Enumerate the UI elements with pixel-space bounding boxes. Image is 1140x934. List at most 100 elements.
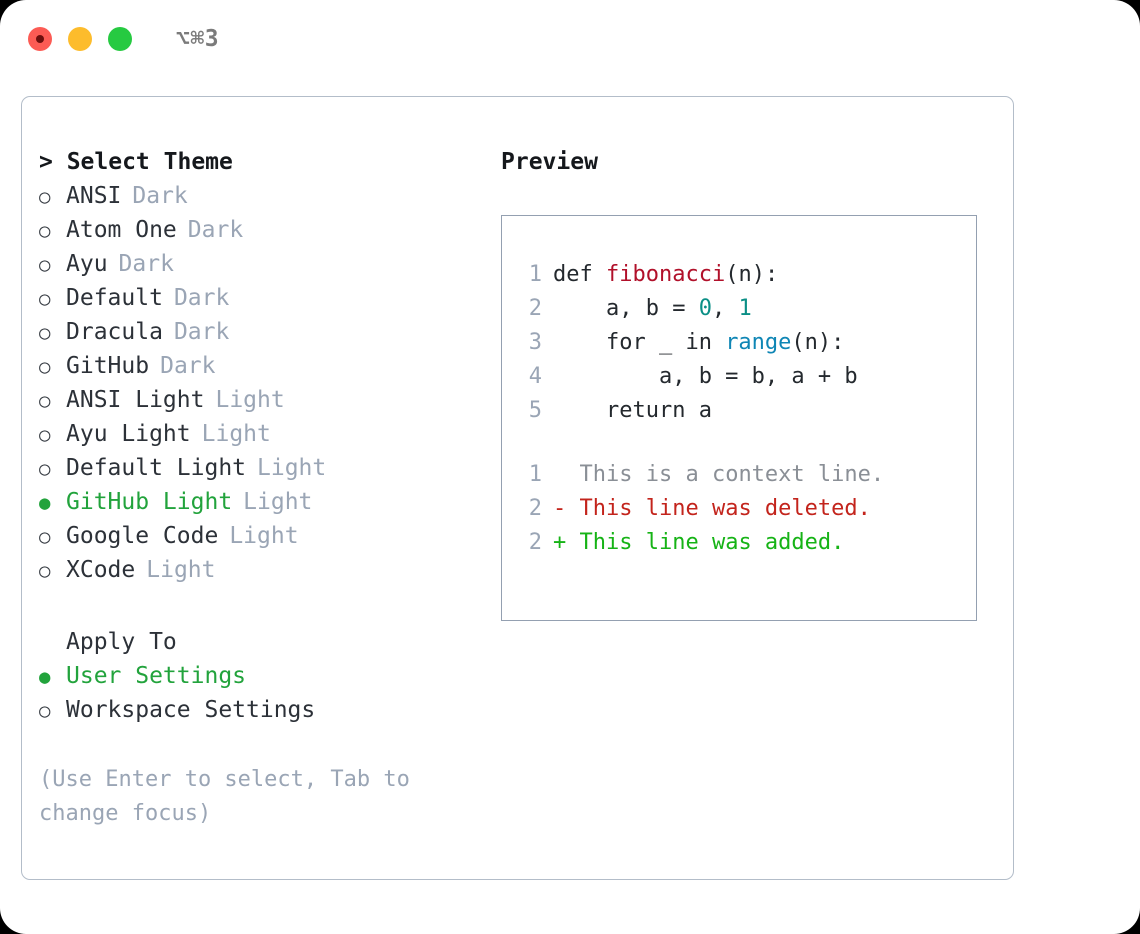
code-line-content: def fibonacci(n): — [553, 258, 778, 292]
apply-to-option-user-settings[interactable]: ●User Settings — [39, 659, 489, 693]
theme-option-label: GitHub — [66, 353, 150, 379]
diff-spacer — [566, 526, 579, 560]
code-line-content: a, b = 0, 1 — [553, 292, 752, 326]
window-title: ⌥⌘3 — [176, 26, 220, 52]
radio-unselected-icon: ○ — [39, 700, 51, 722]
radio-unselected-icon: ○ — [39, 390, 51, 412]
diff-line-text: This is a context line. — [579, 462, 885, 487]
line-number: 1 — [528, 462, 542, 487]
diff-line-ctx: 1 This is a context line. — [512, 458, 968, 492]
theme-variant-tag: Light — [229, 523, 299, 549]
apply-to-option-list[interactable]: ●User Settings○Workspace Settings — [39, 659, 489, 727]
theme-variant-tag: Dark — [132, 183, 188, 209]
theme-option-label: GitHub Light — [66, 489, 233, 515]
minimize-button[interactable] — [68, 27, 92, 51]
theme-variant-tag: Light — [201, 421, 271, 447]
diff-line-text: This line was added. — [579, 530, 845, 555]
theme-option-xcode[interactable]: ○ XCode Light — [39, 553, 489, 587]
theme-option-google-code[interactable]: ○ Google Code Light — [39, 519, 489, 553]
radio-unselected-icon: ○ — [39, 254, 51, 276]
theme-option-label: Default Light — [66, 455, 247, 481]
code-line-content: a, b = b, a + b — [553, 360, 858, 394]
line-number: 3 — [528, 330, 542, 355]
radio-unselected-icon: ○ — [39, 526, 51, 548]
apply-to-option-label: User Settings — [66, 663, 247, 689]
theme-variant-tag: Light — [215, 387, 285, 413]
theme-option-ansi[interactable]: ○ ANSI Dark — [39, 179, 489, 213]
theme-option-label: ANSI Light — [66, 387, 205, 413]
theme-option-github[interactable]: ○ GitHub Dark — [39, 349, 489, 383]
code-token-plain: a, b = b, a + b — [553, 364, 858, 389]
theme-variant-tag: Light — [243, 489, 313, 515]
line-number: 2 — [528, 496, 542, 521]
code-token-plain: return a — [553, 398, 712, 423]
radio-unselected-icon: ○ — [39, 322, 51, 344]
radio-unselected-icon: ○ — [39, 458, 51, 480]
maximize-button[interactable] — [108, 27, 132, 51]
code-token-fn: fibonacci — [605, 262, 726, 287]
code-token-plain: def — [553, 262, 606, 287]
diff-sign — [553, 458, 566, 492]
theme-option-label: Dracula — [66, 319, 163, 345]
diff-sign: - — [553, 496, 567, 521]
radio-unselected-icon: ○ — [39, 424, 51, 446]
code-token-num: 0 — [698, 296, 712, 321]
pane-spacer — [39, 587, 489, 625]
theme-variant-tag: Dark — [160, 353, 216, 379]
theme-option-default-light[interactable]: ○ Default Light Light — [39, 451, 489, 485]
diff-line-text: This line was deleted. — [579, 496, 871, 521]
theme-option-label: Ayu Light — [66, 421, 191, 447]
theme-variant-tag: Light — [257, 455, 327, 481]
theme-variant-tag: Dark — [173, 285, 230, 311]
line-number: 2 — [528, 530, 542, 555]
theme-option-ayu-light[interactable]: ○ Ayu Light Light — [39, 417, 489, 451]
radio-selected-icon: ● — [39, 492, 51, 514]
diff-line-add: 2 + This line was added. — [512, 526, 968, 560]
window-titlebar: ⌥⌘3 — [0, 0, 1140, 78]
code-line: 2 a, b = 0, 1 — [512, 292, 968, 326]
theme-option-ansi-light[interactable]: ○ ANSI Light Light — [39, 383, 489, 417]
diff-line-del: 2- This line was deleted. — [512, 492, 968, 526]
code-token-plain: for _ in — [553, 330, 726, 355]
code-token-plain: (n): — [725, 262, 779, 287]
line-number: 5 — [528, 398, 542, 423]
diff-spacer — [566, 458, 579, 492]
theme-variant-tag: Dark — [118, 251, 174, 277]
apply-to-header: Apply To — [66, 629, 177, 655]
code-token-builtin: range — [725, 330, 792, 355]
radio-unselected-icon: ○ — [39, 220, 51, 242]
radio-unselected-icon: ○ — [39, 560, 51, 582]
code-token-plain: (n): — [791, 330, 845, 355]
radio-unselected-icon: ○ — [39, 186, 51, 208]
theme-option-label: Google Code — [66, 523, 219, 549]
theme-option-github-light[interactable]: ● GitHub Light Light — [39, 485, 489, 519]
code-line: 3 for _ in range(n): — [512, 326, 968, 360]
theme-option-label: Atom One — [66, 217, 177, 243]
radio-unselected-icon: ○ — [39, 356, 51, 378]
diff-sign: + — [553, 530, 567, 555]
theme-option-atom-one[interactable]: ○ Atom One Dark — [39, 213, 489, 247]
apply-to-option-workspace-settings[interactable]: ○Workspace Settings — [39, 693, 489, 727]
select-theme-header: > Select Theme — [39, 149, 233, 175]
code-line: 4 a, b = b, a + b — [512, 360, 968, 394]
theme-variant-tag: Dark — [187, 217, 244, 243]
code-token-plain: a, b = — [553, 296, 699, 321]
theme-variant-tag: Light — [146, 557, 216, 583]
theme-option-label: ANSI — [66, 183, 122, 209]
close-button[interactable] — [28, 27, 52, 51]
theme-option-label: XCode — [66, 557, 136, 583]
code-token-num: 1 — [738, 296, 752, 321]
theme-option-label: Default — [66, 285, 163, 311]
code-line: 5 return a — [512, 394, 968, 428]
